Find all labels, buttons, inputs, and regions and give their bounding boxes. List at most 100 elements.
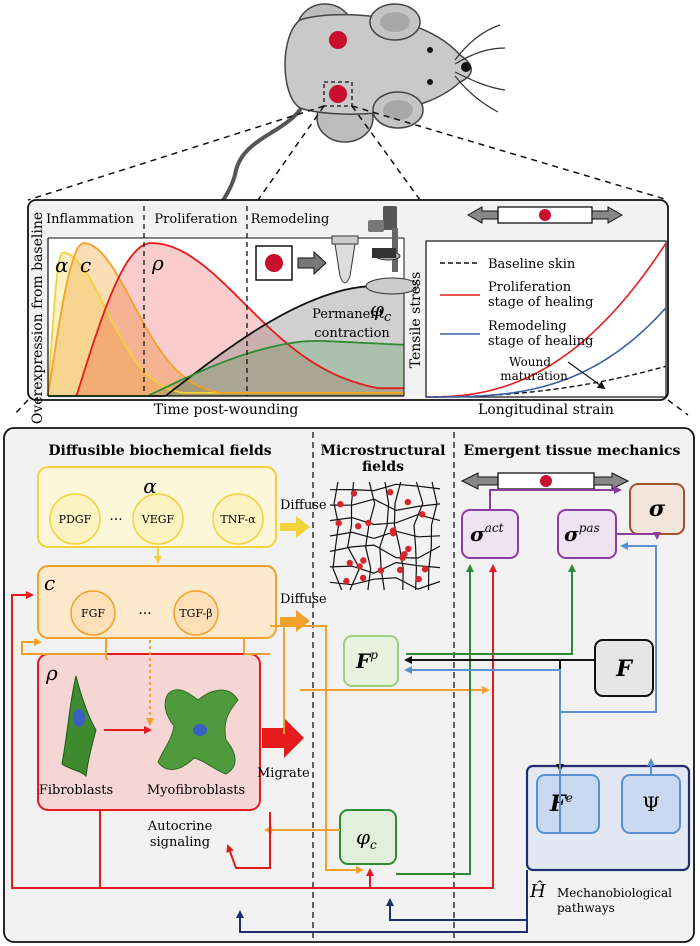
mechano-label-2: pathways [557,901,615,915]
phi-c-box [339,809,397,865]
c-item-tgf: TGF-β [179,607,212,620]
fiber-strand [427,481,438,591]
crosslink-dot [355,523,362,530]
stage-inflammation: Inflammation [46,212,135,227]
annotation-maturation: maturation [500,369,568,383]
crosslink-dot [405,545,412,553]
contraction-label-2: contraction [314,326,390,341]
alpha-curve-fill [48,252,404,396]
legend-proliferation-1: Proliferation [488,280,572,295]
F-box [594,639,654,697]
tension-strip-icon [466,206,624,224]
crosslink-dot [401,551,408,558]
F-label: F [615,656,633,682]
myofibroblasts-label: Myofibroblasts [147,783,245,798]
legend-remodeling-2: stage of healing [488,334,593,349]
remodeling-curve [426,307,667,398]
section-title-biochemical: Diffusible biochemical fields [48,443,271,459]
fiber-strand [347,481,361,591]
diffuse-arrow-alpha [280,516,310,538]
migrate-arrow [262,718,304,758]
section-title-mechanics: Emergent tissue mechanics [464,443,681,459]
crosslink-dot [386,489,394,496]
zoom-lines [13,105,689,416]
stress-strain-plot [425,240,667,398]
stage-proliferation: Proliferation [154,212,238,227]
H-hat-label: Ĥ [529,879,546,902]
section-title-micro-1: Microstructural [321,443,446,459]
c-curve-fill [48,243,404,396]
crosslink-dot [365,519,372,527]
sigma-pas-label: σpas [564,521,600,546]
c-ellipsis: ··· [138,606,151,622]
proliferation-curve [426,242,667,398]
contraction-curve-fill [48,285,404,396]
fiber-strand [413,481,424,591]
diffuse-label-alpha: Diffuse [280,498,327,513]
c-box-symbol: c [44,571,55,595]
crosslink-dot [356,563,363,570]
crosslink-dot [335,519,342,527]
label-c: c [80,253,91,277]
sigma-label: σ [649,496,666,522]
migrate-label: Migrate [257,766,310,781]
mechano-label-1: Mechanobiological [557,886,672,900]
autocrine-label-2: signaling [150,835,210,850]
fiber-strand [393,481,404,591]
crosslink-dot [337,501,344,508]
contraction-label-1: Permanent [312,307,385,322]
Fe-label: Fe [549,791,573,817]
y-axis-label-overexpression: Overexpression from baseline [30,212,46,424]
fiber-strand [329,530,441,540]
crosslink-dot [346,559,353,567]
c-item-fgf: FGF [81,607,105,620]
crosslink-dot [415,575,422,583]
alpha-item-vegf: VEGF [141,513,175,526]
fiber-strand [364,481,376,591]
alpha-item-tnf: TNF-α [220,513,256,526]
legend-remodeling-1: Remodeling [488,319,567,334]
alpha-box [37,466,277,548]
connectors [11,486,661,933]
crosslink-dot [350,490,358,497]
label-alpha: α [55,253,69,277]
fiber-strand [329,561,441,574]
crosslink-dot [404,498,411,506]
Fe-box [536,774,600,834]
crosslink-dot [343,577,350,585]
rho-box [37,653,261,811]
tension-strip-icon-bottom [460,472,630,490]
label-rho: ρ [151,251,164,275]
fiber-strand [329,577,441,590]
alpha-item-pdgf: PDGF [59,513,92,526]
sample-workflow-illustration [255,206,419,295]
legend-baseline: Baseline skin [488,257,576,272]
phi-c-label: φc [356,825,377,852]
crosslink-dot [360,557,367,564]
mouse-illustration [193,3,506,242]
c-curve [47,242,404,397]
alpha-ellipsis: ··· [109,512,122,528]
legend-proliferation-2: stage of healing [488,295,593,310]
autocrine-label-1: Autocrine [147,819,213,834]
alpha-box-symbol: α [143,474,157,498]
fiber-strand [332,481,343,591]
crosslink-dot [421,566,429,573]
phi-curve-fill [48,341,404,396]
crosslink-dot [390,530,397,537]
sigma-act-label: σact [470,521,504,546]
label-phi-c: φc [370,297,392,325]
fibroblasts-label: Fibroblasts [39,783,113,798]
section-title-micro-2: fields [362,459,404,475]
diffuse-label-c: Diffuse [280,592,327,607]
rho-curve-fill [48,243,404,396]
stage-remodeling: Remodeling [251,212,330,227]
rho-curve [48,242,404,397]
crosslink-dot [419,511,426,518]
fiber-network-icon [329,481,441,591]
x-axis-label-time: Time post-wounding [154,402,299,418]
Fp-box [343,635,399,687]
crosslink-dot [377,567,385,574]
y-axis-label-stress: Tensile stress [408,272,424,369]
